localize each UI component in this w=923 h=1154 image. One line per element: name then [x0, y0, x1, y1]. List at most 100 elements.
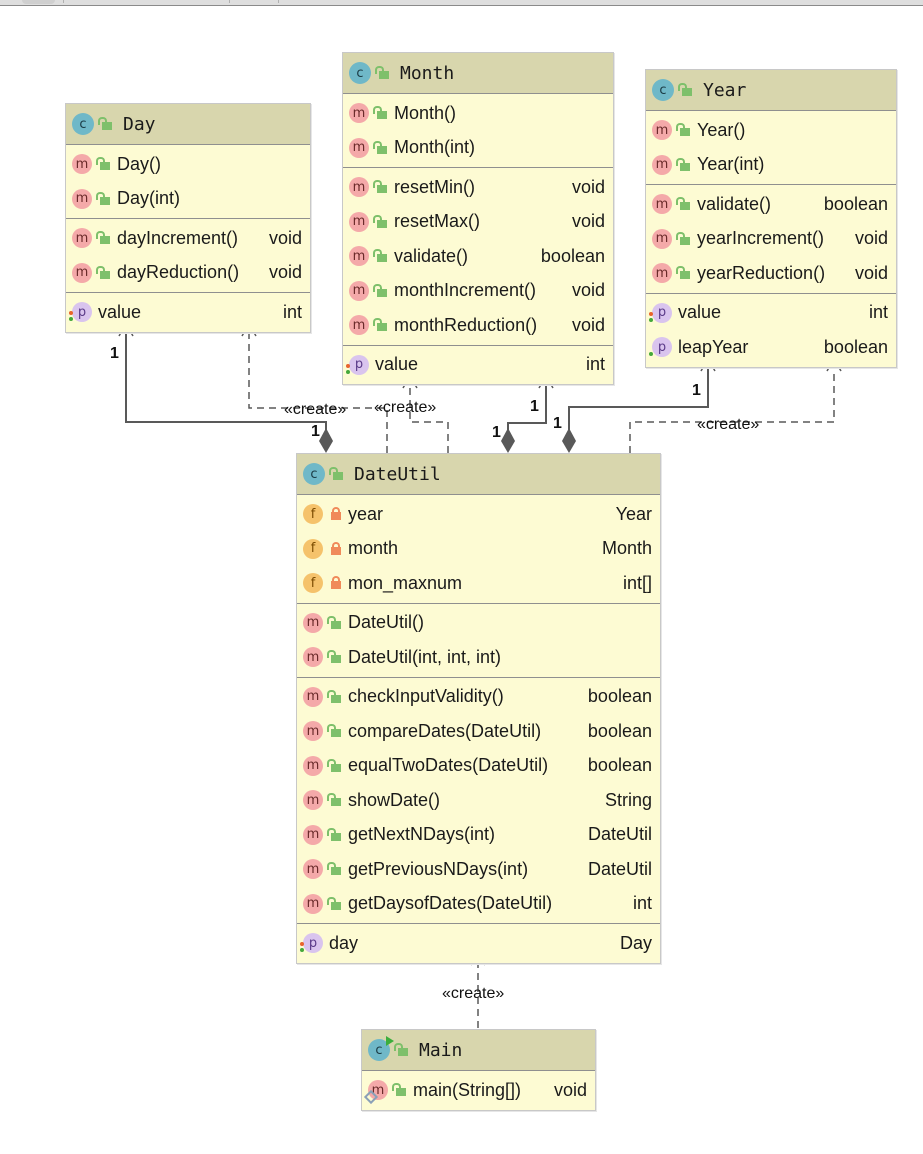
member-name: day — [329, 932, 359, 953]
member-name: Year(int) — [697, 154, 765, 175]
member-name: validate() — [697, 193, 772, 214]
class-name: Year — [703, 79, 747, 101]
composition-diamond — [319, 428, 333, 453]
method-row[interactable]: m resetMax() void — [343, 205, 613, 240]
field-icon: f — [303, 573, 323, 594]
property-row[interactable]: p leapYear boolean — [646, 330, 896, 365]
method-icon: m — [652, 228, 672, 249]
public-lock-icon — [96, 231, 111, 245]
composition-diamond — [562, 428, 576, 453]
method-row[interactable]: m yearReduction() void — [646, 256, 896, 291]
runnable-class-icon: c — [368, 1036, 394, 1061]
class-header[interactable]: c Main — [362, 1030, 595, 1071]
method-row[interactable]: m resetMin() void — [343, 170, 613, 205]
property-icon: p — [69, 302, 92, 323]
public-lock-icon — [375, 66, 390, 80]
member-type: boolean — [823, 193, 888, 214]
member-type: void — [571, 314, 605, 335]
class-main[interactable]: c Main m main(String[]) void — [361, 1029, 596, 1111]
method-row[interactable]: m main(String[]) void — [362, 1073, 595, 1108]
member-name: equalTwoDates(DateUtil) — [348, 755, 549, 776]
method-row[interactable]: m getPreviousNDays(int) DateUtil — [297, 852, 660, 887]
properties-section: p value int p leapYear boolean — [646, 294, 896, 367]
toolbar-tab[interactable] — [22, 0, 55, 4]
constructor-row[interactable]: m Month() — [343, 96, 613, 131]
field-row[interactable]: f year Year — [297, 497, 660, 532]
constructor-row[interactable]: m DateUtil(int, int, int) — [297, 640, 660, 675]
edge-dateutil-day-composition — [118, 322, 333, 453]
constructor-row[interactable]: m Month(int) — [343, 131, 613, 166]
public-lock-icon — [327, 862, 342, 876]
create-stereotype-label: «create» — [284, 401, 347, 418]
public-lock-icon — [676, 157, 691, 172]
private-lock-icon — [330, 507, 342, 521]
constructor-row[interactable]: m DateUtil() — [297, 606, 660, 641]
class-dateutil[interactable]: c DateUtil f year Year f month Month f m… — [296, 453, 661, 964]
fields-section: f year Year f month Month f mon_maxnum i… — [297, 495, 660, 604]
method-icon: m — [349, 280, 369, 301]
member-name: Month() — [394, 102, 457, 123]
constructor-row[interactable]: m Day() — [66, 147, 310, 182]
method-row[interactable]: m validate() boolean — [343, 239, 613, 274]
public-lock-icon — [96, 265, 111, 280]
methods-section: m dayIncrement() void m dayReduction() v… — [66, 219, 310, 293]
properties-section: p value int — [343, 346, 613, 385]
multiplicity-label: 1 — [553, 415, 562, 432]
method-row[interactable]: m yearIncrement() void — [646, 222, 896, 257]
constructors-section: m Month() m Month(int) — [343, 94, 613, 168]
constructor-row[interactable]: m Year(int) — [646, 148, 896, 183]
method-icon: m — [303, 893, 323, 914]
member-type: int — [282, 301, 302, 322]
field-row[interactable]: f month Month — [297, 532, 660, 567]
class-header[interactable]: c Day — [66, 104, 310, 145]
method-icon: m — [349, 315, 369, 336]
method-row[interactable]: m validate() boolean — [646, 187, 896, 222]
method-row[interactable]: m checkInputValidity() boolean — [297, 680, 660, 715]
method-row[interactable]: m getNextNDays(int) DateUtil — [297, 818, 660, 853]
public-lock-icon — [96, 191, 111, 206]
member-name: main(String[]) — [413, 1079, 522, 1100]
class-icon: c — [303, 463, 325, 485]
edge-dateutil-month-composition — [501, 374, 554, 453]
method-row[interactable]: m showDate() String — [297, 783, 660, 818]
method-row[interactable]: m monthReduction() void — [343, 308, 613, 343]
method-row[interactable]: m equalTwoDates(DateUtil) boolean — [297, 749, 660, 784]
private-lock-icon — [330, 541, 342, 556]
field-row[interactable]: f mon_maxnum int[] — [297, 566, 660, 601]
member-name: yearIncrement() — [697, 228, 825, 249]
multiplicity-label: 1 — [311, 423, 320, 440]
member-type: int[] — [622, 572, 652, 593]
member-name: yearReduction() — [697, 262, 826, 283]
method-icon: m — [303, 647, 323, 668]
member-name: Year() — [697, 119, 746, 140]
public-lock-icon — [327, 827, 342, 842]
member-name: Day() — [117, 153, 161, 174]
method-row[interactable]: m dayReduction() void — [66, 256, 310, 291]
toolbar-separator — [278, 0, 279, 3]
class-name: Month — [400, 62, 455, 84]
property-row[interactable]: p value int — [66, 295, 310, 330]
member-type: void — [268, 262, 302, 283]
member-name: resetMin() — [394, 176, 476, 197]
class-header[interactable]: c Year — [646, 70, 896, 111]
member-name: dayReduction() — [117, 262, 240, 283]
method-icon: m — [72, 228, 92, 249]
method-row[interactable]: m compareDates(DateUtil) boolean — [297, 714, 660, 749]
class-header[interactable]: c Month — [343, 53, 613, 94]
property-row[interactable]: p value int — [343, 348, 613, 383]
constructor-row[interactable]: m Year() — [646, 113, 896, 148]
method-row[interactable]: m getDaysofDates(DateUtil) int — [297, 887, 660, 922]
public-lock-icon — [373, 180, 388, 194]
class-month[interactable]: c Month m Month() m Month(int) m resetMi… — [342, 52, 614, 385]
property-row[interactable]: p value int — [646, 296, 896, 331]
class-header[interactable]: c DateUtil — [297, 454, 660, 495]
method-row[interactable]: m monthIncrement() void — [343, 274, 613, 309]
member-type: boolean — [587, 686, 652, 707]
class-day[interactable]: c Day m Day() m Day(int) m dayIncrement(… — [65, 103, 311, 333]
constructor-row[interactable]: m Day(int) — [66, 182, 310, 217]
method-row[interactable]: m dayIncrement() void — [66, 221, 310, 256]
method-icon: m — [652, 194, 672, 215]
member-name: checkInputValidity() — [348, 686, 504, 707]
property-row[interactable]: p day Day — [297, 926, 660, 961]
class-year[interactable]: c Year m Year() m Year(int) m validate()… — [645, 69, 897, 368]
